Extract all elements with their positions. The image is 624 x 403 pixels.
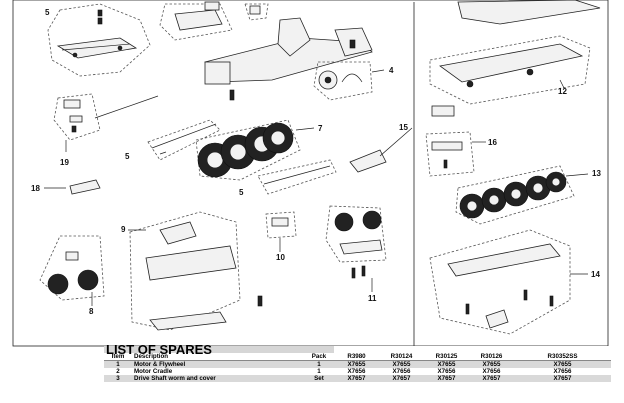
row-part-3: X7655	[424, 360, 469, 368]
callout-13: 13	[592, 169, 601, 178]
part-group-16	[425, 131, 486, 177]
header-item: Item	[104, 353, 132, 361]
spares-list: LIST OF SPARES Item Description Pack R39…	[104, 343, 611, 382]
row-item: 3	[104, 375, 132, 382]
coupling-rods	[94, 95, 221, 161]
callout-15: 15	[399, 123, 408, 132]
row-part-1: X7656	[347, 368, 366, 375]
callout-11: 11	[368, 294, 377, 303]
part-group-19	[53, 93, 101, 152]
callout-4: 4	[389, 66, 394, 75]
part-group-14	[429, 229, 588, 335]
part-18	[44, 179, 101, 195]
header-model-3: R30125	[424, 353, 469, 361]
callout-8: 8	[89, 307, 94, 316]
part-group-10	[265, 211, 297, 252]
row-part-5: X7657	[514, 375, 611, 382]
part-group-5-top	[47, 3, 151, 77]
callout-5-bottom: 5	[239, 188, 244, 197]
part-group-7-wheels	[195, 119, 315, 181]
part-group-5-bottom	[257, 159, 337, 195]
part-15-right	[431, 105, 455, 117]
header-model-5: R30352SS	[514, 353, 611, 361]
callout-14: 14	[591, 270, 600, 279]
row-part-2: X7655	[379, 360, 424, 368]
row-part-3: X7656	[437, 368, 456, 375]
row-part-3: X7657	[424, 375, 469, 382]
row-pack: 1	[317, 368, 321, 375]
table-row: 2 Motor Cradle 1 X7656 X7656 X7656 X7656…	[104, 368, 611, 375]
part-group-13-wheels	[455, 165, 589, 225]
table-row: 3 Drive Shaft worm and cover Set X7657 X…	[104, 375, 611, 382]
part-group-15	[349, 127, 413, 173]
row-part-4: X7656	[482, 368, 501, 375]
part-group-8-bogie	[39, 235, 105, 306]
callout-18: 18	[31, 184, 40, 193]
callout-10: 10	[276, 253, 285, 262]
header-model-2: R30124	[379, 353, 424, 361]
row-item: 1	[104, 360, 132, 368]
row-part-2: X7657	[379, 375, 424, 382]
row-item: 2	[116, 368, 120, 375]
row-pack: 1	[304, 360, 334, 368]
row-part-4: X7657	[469, 375, 514, 382]
header-model-1: R3980	[334, 353, 379, 361]
row-description: Drive Shaft worm and cover	[132, 375, 304, 382]
part-group-11	[325, 205, 387, 292]
row-description: Motor & Flywheel	[132, 360, 304, 368]
table-row: 1 Motor & Flywheel 1 X7655 X7655 X7655 X…	[104, 360, 611, 368]
row-part-2: X7656	[392, 368, 411, 375]
spares-title: LIST OF SPARES	[104, 343, 334, 356]
chassis-body	[204, 17, 373, 101]
row-part-5: X7655	[514, 360, 611, 368]
part-group-4-flywheel	[313, 61, 385, 101]
callout-5-top: 5	[45, 8, 50, 17]
callout-12: 12	[558, 87, 567, 96]
part-group-12-body	[429, 0, 601, 105]
part-group-top-center	[159, 1, 269, 41]
callout-9: 9	[121, 225, 126, 234]
row-part-1: X7657	[334, 375, 379, 382]
row-pack: Set	[304, 375, 334, 382]
row-part-4: X7655	[469, 360, 514, 368]
callout-19: 19	[60, 158, 69, 167]
row-part-5: X7656	[553, 368, 572, 375]
part-group-9-frame	[128, 211, 263, 331]
header-model-4: R30126	[469, 353, 514, 361]
callout-16: 16	[488, 138, 497, 147]
row-part-1: X7655	[334, 360, 379, 368]
callout-7: 7	[318, 124, 323, 133]
callout-5-middle: 5	[125, 152, 130, 161]
header-description: Description	[132, 353, 304, 361]
spares-table: LIST OF SPARES Item Description Pack R39…	[104, 343, 611, 382]
header-pack: Pack	[304, 353, 334, 361]
row-description: Motor Cradle	[134, 368, 173, 375]
